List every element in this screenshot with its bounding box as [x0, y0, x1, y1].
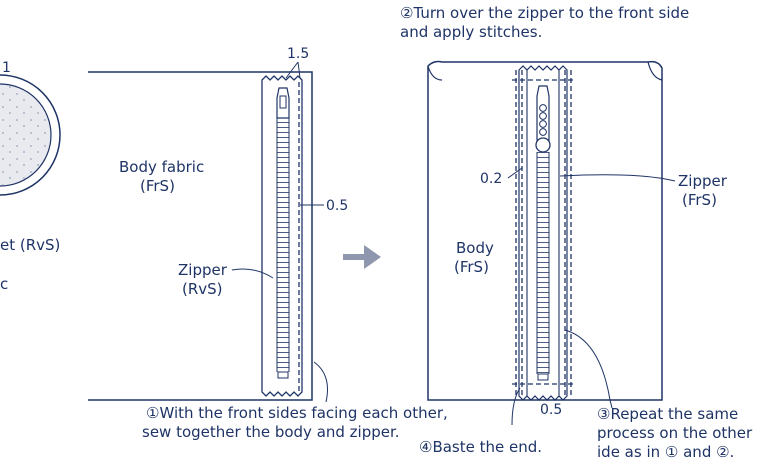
step2-zipper-leader: [559, 174, 676, 182]
step1-body-label-1: Body fabric: [119, 158, 204, 176]
step3-line-2: process on the other: [597, 424, 753, 442]
step2-zipper-label-1: Zipper: [678, 172, 728, 190]
next-step-arrow: [343, 245, 381, 269]
step1-zipper: [276, 82, 300, 392]
step2-zipper-pull: [535, 137, 551, 153]
lining-circle-partial: [0, 74, 61, 196]
step3-leader: [564, 329, 613, 409]
partial-label-lining: et (RvS): [0, 236, 60, 254]
step1-zipper-label-2: (RvS): [182, 280, 223, 298]
step2-body-label-1: Body: [456, 239, 494, 257]
step2-zipper: [535, 85, 551, 381]
step1-zipper-leader: [231, 268, 274, 279]
step1-zipper-label-1: Zipper: [178, 261, 228, 279]
step4-leader: [511, 387, 521, 426]
step2-body-label-2: (FrS): [454, 258, 489, 276]
step2-zipper-label-2: (FrS): [682, 191, 717, 209]
step2-caption-1: ②Turn over the zipper to the front side: [400, 4, 689, 22]
step1-zipper-slider: [276, 87, 290, 119]
step1-body-label-2: (FrS): [140, 177, 175, 195]
step1-dim-top-leader: [285, 61, 301, 79]
step1-caption-1: ①With the front sides facing each other,: [146, 404, 448, 422]
partial-label-top: 1: [2, 60, 11, 76]
step2-dim-left-leader: [507, 167, 523, 179]
step1-dim-side: 0.5: [326, 198, 348, 214]
partial-label-fabric: c: [0, 275, 8, 293]
step3-line-3: ide as in ① and ②.: [597, 443, 734, 461]
step1-caption-2: sew together the body and zipper.: [142, 423, 400, 441]
step2-caption-2: and apply stitches.: [400, 23, 542, 41]
step2-dim-left: 0.2: [480, 171, 502, 187]
step3-line-1: ③Repeat the same: [597, 405, 738, 423]
step4-caption: ④Baste the end.: [419, 438, 542, 456]
step1-dim-top: 1.5: [287, 46, 309, 62]
step1-caption-leader: [313, 361, 328, 403]
step2-dim-bottom: 0.5: [540, 402, 562, 418]
